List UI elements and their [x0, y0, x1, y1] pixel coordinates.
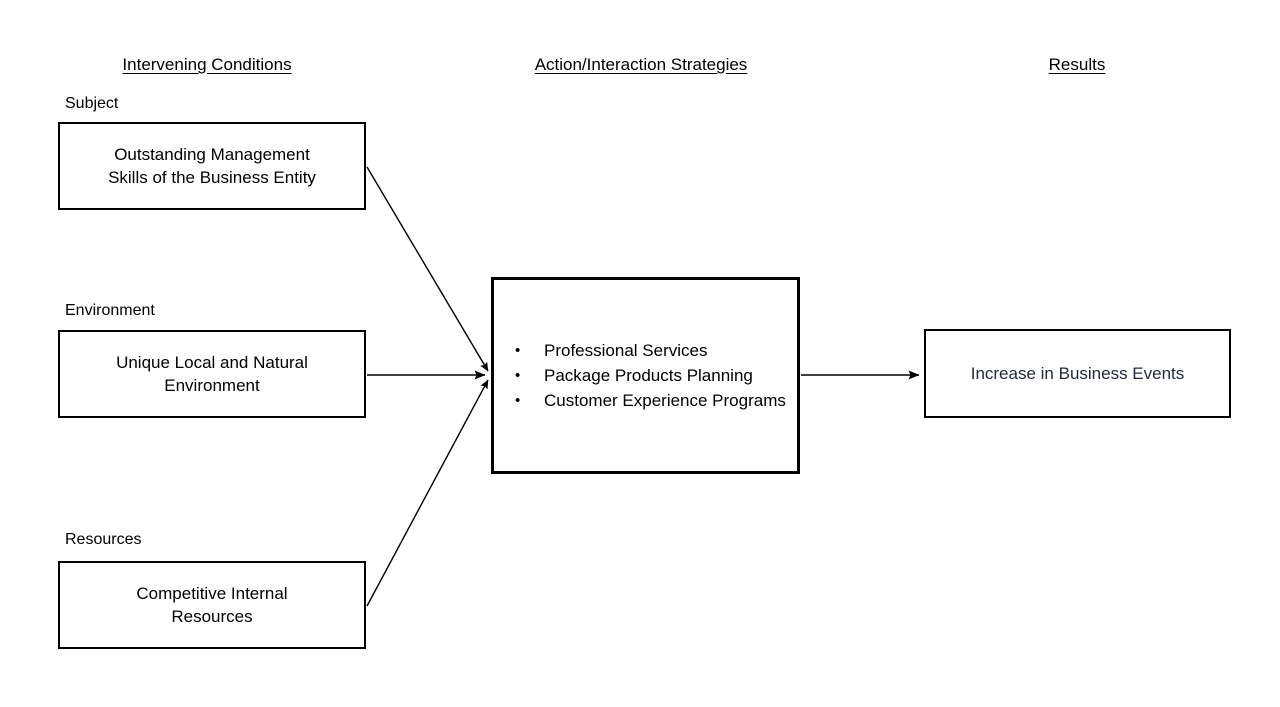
- list-item: Package Products Planning: [515, 363, 787, 388]
- box-environment-unique-local-natural[interactable]: Unique Local and Natural Environment: [58, 330, 366, 418]
- box-result-label: Increase in Business Events: [970, 364, 1185, 383]
- list-item: Customer Experience Programs: [515, 388, 787, 413]
- connector-subject-to-strategies: [366, 166, 489, 372]
- category-label-subject: Subject: [65, 95, 119, 112]
- category-label-resources: Resources: [65, 531, 142, 548]
- box-result-increase-in-business-events[interactable]: Increase in Business Events: [924, 329, 1231, 418]
- box-resources-competitive-internal[interactable]: Competitive Internal Resources: [58, 561, 366, 649]
- category-label-environment: Environment: [65, 302, 155, 319]
- box-subject-label: Outstanding Management Skills of the Bus…: [108, 145, 316, 187]
- box-environment-label: Unique Local and Natural Environment: [116, 353, 308, 395]
- box-action-interaction-strategies[interactable]: Professional Services Package Products P…: [491, 277, 800, 474]
- box-resources-label: Competitive Internal Resources: [136, 584, 288, 626]
- column-header-action-interaction-strategies: Action/Interaction Strategies: [534, 55, 748, 74]
- connector-resources-to-strategies: [366, 379, 489, 607]
- box-subject-outstanding-management-skills[interactable]: Outstanding Management Skills of the Bus…: [58, 122, 366, 210]
- column-header-intervening-conditions: Intervening Conditions: [122, 55, 292, 74]
- list-item: Professional Services: [515, 338, 787, 363]
- strategies-bullet-list: Professional Services Package Products P…: [494, 338, 797, 413]
- column-header-results: Results: [1048, 55, 1106, 74]
